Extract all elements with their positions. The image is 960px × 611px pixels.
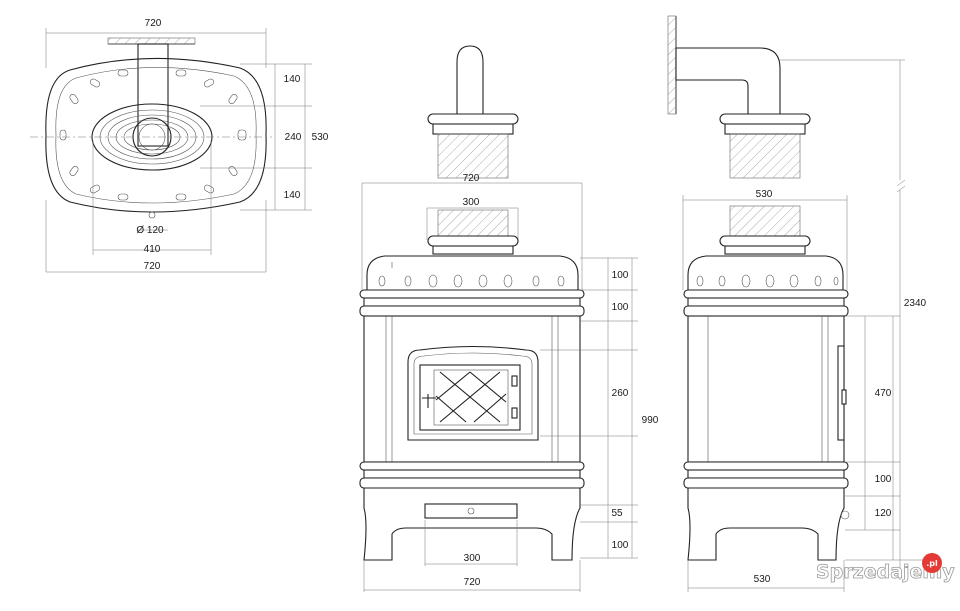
- front-view-right-dims: [540, 257, 638, 559]
- side-view-h-door-label: 470: [875, 388, 892, 399]
- watermark-badge-circle: [922, 553, 942, 573]
- top-view-seg1-label: 140: [284, 74, 301, 85]
- side-view-dome-vents: [696, 274, 839, 288]
- front-view-dome: [366, 255, 579, 291]
- watermark-text: Sprzedajemy: [816, 561, 955, 583]
- top-view-inner-width-label: 410: [144, 244, 161, 255]
- front-view-door-handle: [422, 394, 436, 408]
- top-view-flue-pipe: [137, 43, 169, 147]
- side-view-depth-top-label: 530: [756, 189, 773, 200]
- top-view-seg3-label: 140: [284, 190, 301, 201]
- top-view: 720 140 240 140 530 Ø 120 410 720: [30, 18, 329, 273]
- top-view-outer-body: [45, 57, 267, 213]
- side-view-depth-bottom-label: 530: [754, 574, 771, 585]
- top-view-width-top-label: 720: [145, 18, 162, 29]
- side-view-elbow-flue: [675, 47, 781, 115]
- top-view-flue-diameter-label: Ø 120: [136, 225, 164, 236]
- front-view-upper-band: [359, 289, 585, 299]
- front-view-h-top2-label: 100: [612, 302, 629, 313]
- side-view-door-handle: [841, 389, 847, 405]
- front-view-h-total-label: 990: [642, 415, 659, 426]
- top-view-seg2-label: 240: [285, 132, 302, 143]
- top-view-width-bottom-label: 720: [144, 261, 161, 272]
- front-view-drawer-width-label: 300: [464, 553, 481, 564]
- top-view-flue-outlet: [148, 211, 156, 219]
- watermark-badge: .pl: [926, 559, 938, 568]
- side-view: 530 470 100 120 2340 530: [667, 15, 930, 592]
- front-view: 720 300 100 100 260 990 55 100 300 720: [359, 45, 659, 592]
- front-view-upper-width-label: 300: [463, 197, 480, 208]
- front-view-hinge-top: [511, 375, 518, 387]
- front-view-dome-vents: [378, 274, 565, 288]
- front-view-h-drawer-label: 55: [611, 508, 623, 519]
- side-view-chimney-hatch: [729, 133, 801, 179]
- top-view-vents: [59, 69, 247, 201]
- front-view-total-width-label: 720: [464, 577, 481, 588]
- front-view-hinge-bottom: [511, 407, 518, 419]
- side-view-h-band-label: 100: [875, 474, 892, 485]
- front-view-door-lattice: [435, 371, 507, 423]
- front-view-ash-drawer: [424, 503, 518, 519]
- top-view-inner-rim: [55, 67, 257, 204]
- side-view-base: [687, 487, 845, 561]
- front-view-flue-pipe: [456, 45, 484, 115]
- side-view-right-dims: [780, 59, 930, 580]
- front-view-base: [363, 487, 581, 561]
- top-view-depth-label: 530: [312, 132, 329, 143]
- top-view-wall-hatch: [107, 37, 196, 45]
- side-view-body: [687, 315, 845, 463]
- side-view-overall-height-label: 2340: [904, 298, 927, 309]
- front-view-drawer-knob: [467, 507, 475, 515]
- side-view-h-base-label: 120: [875, 508, 892, 519]
- front-view-chimney-hatch: [437, 133, 509, 179]
- front-view-flue-width-label: 720: [463, 173, 480, 184]
- front-view-flue-collar: [427, 113, 519, 125]
- side-view-drawer-knob: [840, 510, 850, 520]
- front-view-h-top1-label: 100: [612, 270, 629, 281]
- front-view-lower-band: [359, 461, 585, 471]
- front-view-h-base-label: 100: [612, 540, 629, 551]
- side-view-dome: [687, 255, 844, 291]
- watermark: Sprzedajemy .pl: [816, 553, 956, 583]
- side-view-wall-hatch: [667, 15, 677, 115]
- front-view-h-door-label: 260: [612, 388, 629, 399]
